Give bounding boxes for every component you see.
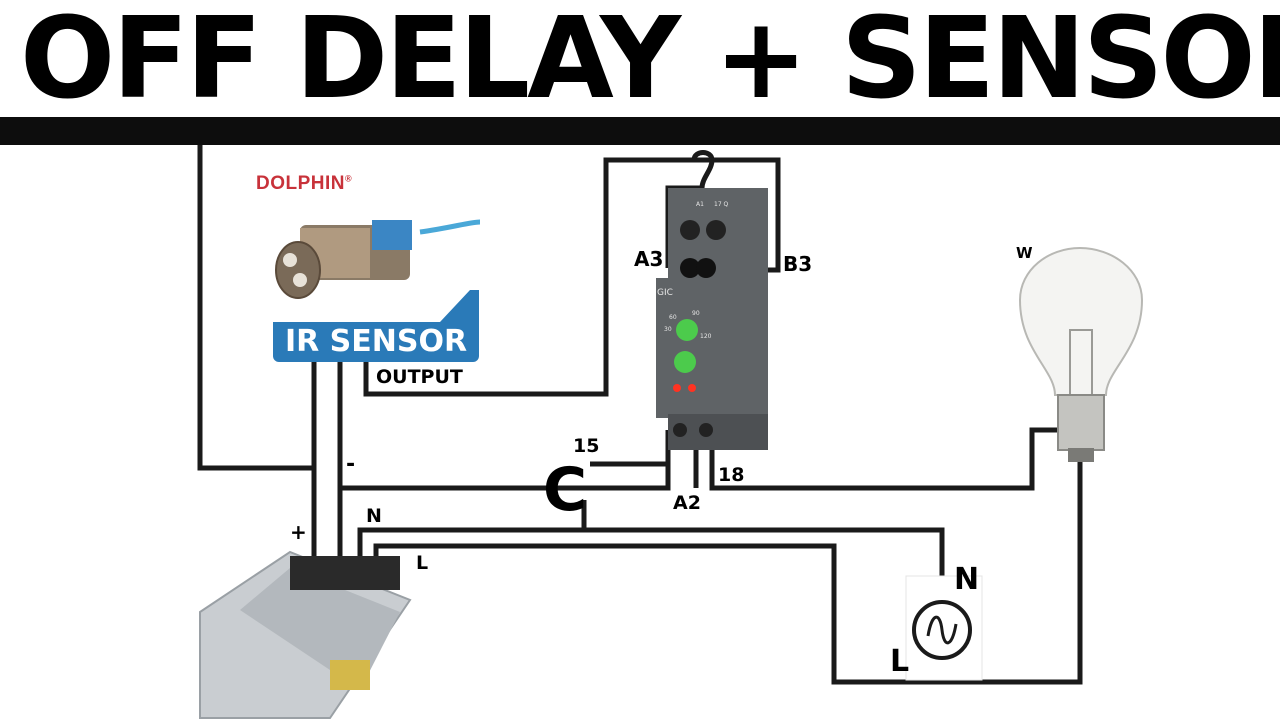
- relay-body: [656, 278, 768, 418]
- ac-source: [905, 575, 983, 681]
- relay-dial-mark-120: 120: [700, 333, 712, 340]
- psu-minus-label: -: [346, 452, 356, 477]
- relay-top-mark-1: A1: [696, 201, 704, 208]
- sensor-eye-2: [293, 273, 307, 287]
- wire-lamp-return: [942, 460, 1083, 685]
- ac-source-l-label: L: [890, 644, 910, 679]
- light-bulb: [1018, 246, 1144, 462]
- diagram-title: OFF DELAY + SENSOR: [20, 0, 1280, 124]
- terminal-a2-label: A2: [673, 492, 701, 514]
- sensor-eye-1: [283, 253, 297, 267]
- badge-tab: [440, 290, 479, 322]
- relay-dial-mark-30: 30: [664, 326, 672, 333]
- psu-plus-label: +: [290, 520, 307, 544]
- title-underline-bar: [0, 117, 1280, 145]
- wire-crossover-loop: [691, 150, 715, 189]
- ac-source-n-label: N: [954, 562, 980, 597]
- terminal-a3-label: A3: [634, 247, 664, 271]
- wire-n-line: [357, 527, 945, 600]
- relay-screw-15: [673, 423, 687, 437]
- wire-l-line: [373, 543, 945, 685]
- bulb-contact: [1068, 448, 1094, 462]
- wire-output-a3: [363, 157, 702, 397]
- relay-led-1: [673, 384, 681, 392]
- relay-screw-17: [706, 220, 726, 240]
- wire-15: [590, 430, 671, 467]
- power-supply-unit: [199, 550, 412, 719]
- sensor-output-label: OUTPUT: [376, 366, 463, 388]
- ir-sensor-badge: IR SENSOR: [273, 322, 479, 362]
- relay-screw-b3: [696, 258, 716, 278]
- psu-l-label: L: [416, 552, 429, 574]
- relay-led-2: [688, 384, 696, 392]
- relay-dial-top: [676, 319, 698, 341]
- relay-top-mark-2: 17 Q: [714, 201, 729, 208]
- relay-screw-a3: [680, 258, 700, 278]
- psu-terminal-strip: [290, 556, 400, 590]
- terminal-b3-label: B3: [783, 252, 813, 276]
- psu-label-sticker: [330, 660, 370, 690]
- terminal-15-label: 15: [573, 435, 600, 457]
- sensor-brand: DOLPHIN®: [256, 173, 353, 194]
- terminal-18-label: 18: [718, 464, 745, 486]
- lamp-w-label: W: [1016, 244, 1033, 262]
- bulb-filament: [1069, 329, 1093, 395]
- relay-screw-18: [699, 423, 713, 437]
- relay-screw-a1: [680, 220, 700, 240]
- relay-brand-label: GIC: [657, 288, 673, 298]
- sensor-lens: [275, 241, 321, 299]
- wire-18-lamp: [709, 427, 1060, 491]
- wire-minus-common: [340, 430, 671, 491]
- psu-top: [240, 568, 400, 690]
- ac-sine-icon: [926, 615, 958, 645]
- ir-sensor-illustration: [275, 219, 481, 322]
- bulb-glass: [1018, 246, 1144, 396]
- timer-relay: [656, 188, 768, 450]
- sensor-cable: [419, 219, 481, 235]
- relay-dial-mark-60: 60: [669, 314, 677, 321]
- relay-dial-bottom: [674, 351, 696, 373]
- relay-dial-mark-90: 90: [692, 310, 700, 317]
- sensor-blue-band: [372, 220, 412, 250]
- psu-n-label: N: [366, 505, 382, 527]
- bulb-base: [1057, 394, 1105, 451]
- junction-c-label: C: [543, 455, 587, 525]
